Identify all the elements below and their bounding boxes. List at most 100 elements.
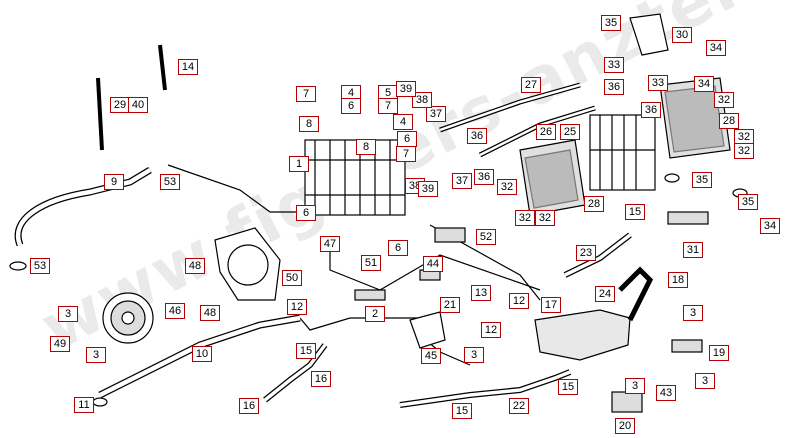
part-label-15: 15 — [558, 379, 578, 395]
part-label-32: 32 — [535, 210, 555, 226]
bracket-2 — [354, 289, 386, 301]
part-label-35: 35 — [601, 15, 621, 31]
part-label-21: 21 — [440, 297, 460, 313]
part-label-7: 7 — [378, 98, 398, 114]
reservoir-tank-17 — [534, 309, 631, 361]
leader-line — [299, 317, 420, 331]
part-label-8: 8 — [299, 116, 319, 132]
vent-tube-14 — [158, 44, 167, 91]
part-label-53: 53 — [30, 258, 50, 274]
part-label-24: 24 — [595, 286, 615, 302]
part-label-33: 33 — [604, 57, 624, 73]
hose-9-inner — [15, 168, 152, 246]
part-label-3: 3 — [695, 373, 715, 389]
fan-46 — [102, 292, 154, 344]
part-label-34: 34 — [706, 40, 726, 56]
part-label-6: 6 — [341, 98, 361, 114]
part-label-35: 35 — [692, 172, 712, 188]
part-label-12: 12 — [509, 293, 529, 309]
thermostat-housing-45 — [409, 311, 446, 349]
part-label-53: 53 — [160, 174, 180, 190]
part-label-48: 48 — [185, 258, 205, 274]
part-label-15: 15 — [452, 403, 472, 419]
part-label-34: 34 — [760, 218, 780, 234]
part-label-45: 45 — [421, 348, 441, 364]
part-label-14: 14 — [178, 59, 198, 75]
grommet-35 — [664, 173, 680, 183]
bracket-19 — [671, 339, 703, 353]
part-label-47: 47 — [320, 236, 340, 252]
part-label-8: 8 — [356, 139, 376, 155]
part-label-3: 3 — [683, 305, 703, 321]
part-label-33: 33 — [648, 75, 668, 91]
cap-52 — [434, 227, 466, 243]
part-label-7: 7 — [296, 86, 316, 102]
part-label-52: 52 — [476, 229, 496, 245]
vent-tube-29 — [96, 77, 104, 151]
part-label-19: 19 — [709, 345, 729, 361]
part-label-30: 30 — [672, 27, 692, 43]
part-label-37: 37 — [452, 173, 472, 189]
part-label-25: 25 — [560, 124, 580, 140]
part-label-28: 28 — [584, 196, 604, 212]
part-label-12: 12 — [287, 299, 307, 315]
part-label-15: 15 — [625, 204, 645, 220]
part-label-16: 16 — [239, 398, 259, 414]
part-label-39: 39 — [418, 181, 438, 197]
part-label-7: 7 — [396, 146, 416, 162]
part-label-10: 10 — [192, 346, 212, 362]
hose-10-inner — [98, 315, 301, 398]
part-label-27: 27 — [521, 77, 541, 93]
part-label-3: 3 — [625, 378, 645, 394]
part-label-16: 16 — [311, 371, 331, 387]
part-label-28: 28 — [719, 113, 739, 129]
part-label-37: 37 — [426, 106, 446, 122]
grille-left — [519, 139, 586, 216]
part-label-46: 46 — [165, 303, 185, 319]
part-label-50: 50 — [282, 270, 302, 286]
part-label-36: 36 — [641, 102, 661, 118]
part-label-32: 32 — [714, 92, 734, 108]
part-label-3: 3 — [464, 347, 484, 363]
clamp-11 — [92, 397, 108, 407]
part-label-40: 40 — [128, 97, 148, 113]
pipe-27-inner — [439, 83, 581, 132]
part-label-32: 32 — [497, 179, 517, 195]
part-label-49: 49 — [50, 336, 70, 352]
part-label-39: 39 — [396, 81, 416, 97]
part-label-4: 4 — [393, 114, 413, 130]
part-label-9: 9 — [104, 174, 124, 190]
radiator-right — [589, 114, 656, 191]
part-label-31: 31 — [683, 242, 703, 258]
bracket-20 — [611, 391, 643, 413]
part-label-13: 13 — [471, 285, 491, 301]
hose-16-inner — [263, 343, 327, 402]
bracket-30 — [629, 13, 669, 56]
part-label-43: 43 — [656, 385, 676, 401]
part-label-11: 11 — [74, 397, 94, 413]
clamp-53 — [9, 261, 27, 271]
part-label-38: 38 — [412, 92, 432, 108]
part-label-48: 48 — [200, 305, 220, 321]
fan-shroud-opening — [227, 244, 269, 286]
part-label-34: 34 — [694, 76, 714, 92]
part-label-51: 51 — [361, 255, 381, 271]
part-label-2: 2 — [365, 306, 385, 322]
part-label-1: 1 — [289, 156, 309, 172]
part-label-36: 36 — [604, 79, 624, 95]
hose-23-inner — [564, 233, 632, 277]
part-label-35: 35 — [738, 194, 758, 210]
part-label-17: 17 — [541, 297, 561, 313]
part-label-3: 3 — [86, 347, 106, 363]
part-label-44: 44 — [423, 256, 443, 272]
part-label-6: 6 — [397, 131, 417, 147]
radiator-left — [304, 139, 406, 216]
part-label-15: 15 — [296, 343, 316, 359]
part-label-32: 32 — [734, 143, 754, 159]
part-label-32: 32 — [734, 129, 754, 145]
leader-line — [167, 164, 300, 213]
part-label-12: 12 — [481, 322, 501, 338]
part-label-22: 22 — [509, 398, 529, 414]
part-label-23: 23 — [576, 245, 596, 261]
